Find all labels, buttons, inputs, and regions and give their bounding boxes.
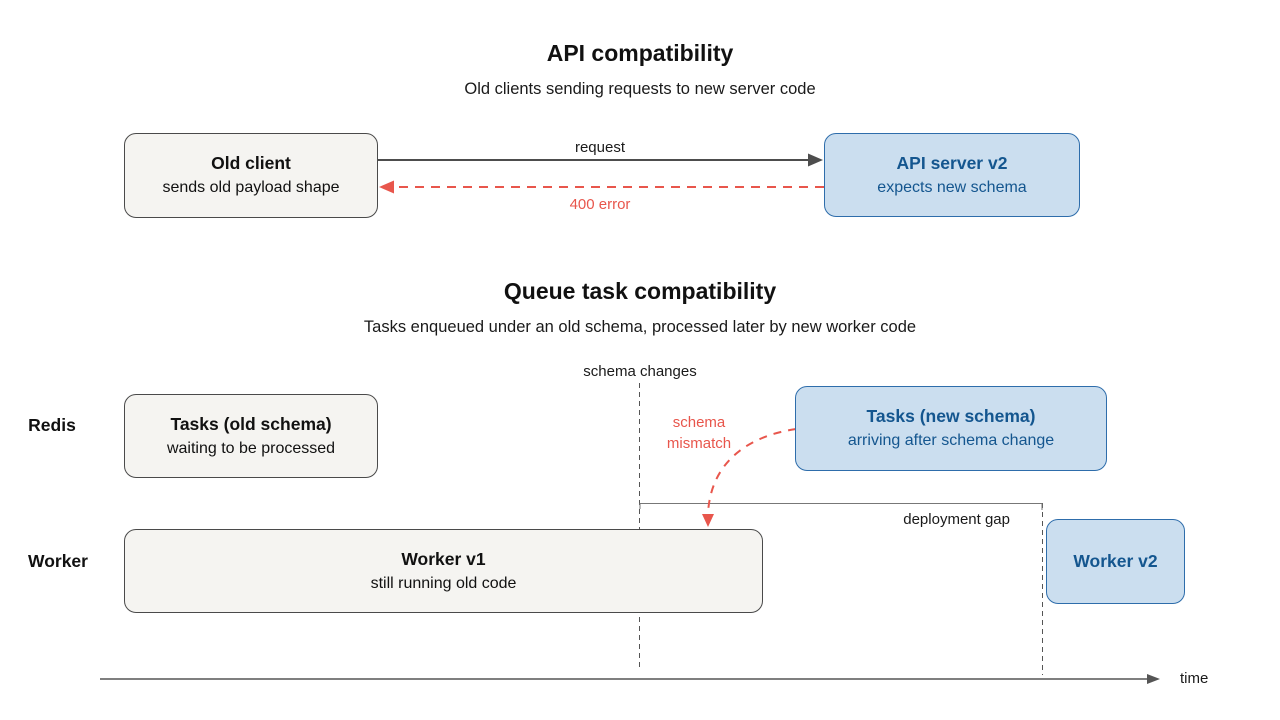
time-axis-label: time: [1180, 670, 1209, 687]
deployment-gap-bracket: [639, 503, 1043, 510]
worker-v1-box: Worker v1 still running old code: [124, 529, 763, 613]
api-server-v2-title: API server v2: [896, 152, 1008, 173]
old-tasks-subtitle: waiting to be processed: [166, 439, 336, 457]
worker-v1-title: Worker v1: [401, 548, 486, 569]
new-tasks-box: Tasks (new schema) arriving after schema…: [795, 386, 1107, 471]
queue-section-subtitle: Tasks enqueued under an old schema, proc…: [363, 318, 917, 336]
old-client-subtitle: sends old payload shape: [162, 179, 340, 196]
error-arrow: [379, 180, 824, 194]
api-section-title: API compatibility: [546, 40, 734, 66]
new-tasks-subtitle: arriving after schema change: [847, 432, 1055, 449]
worker-v1-subtitle: still running old code: [370, 574, 517, 592]
schema-changes-label: schema changes: [583, 363, 697, 380]
api-section-subtitle: Old clients sending requests to new serv…: [464, 80, 816, 98]
old-client-box: Old client sends old payload shape: [124, 133, 378, 218]
new-tasks-title: Tasks (new schema): [866, 406, 1036, 426]
api-server-v2-box: API server v2 expects new schema: [824, 133, 1080, 217]
time-axis: [100, 674, 1160, 684]
old-tasks-box: Tasks (old schema) waiting to be process…: [124, 394, 378, 478]
lane-label-worker: Worker: [28, 551, 88, 571]
lane-label-redis: Redis: [28, 415, 76, 435]
deployment-gap-label: deployment gap: [903, 511, 1010, 528]
worker-v2-title: Worker v2: [1073, 551, 1158, 571]
worker-v2-box: Worker v2: [1046, 519, 1185, 604]
old-tasks-title: Tasks (old schema): [170, 413, 332, 434]
old-client-title: Old client: [211, 153, 291, 173]
error-arrow-label: 400 error: [569, 196, 631, 213]
request-arrow-label: request: [574, 139, 626, 156]
api-server-v2-subtitle: expects new schema: [877, 178, 1027, 196]
schema-mismatch-label: schema mismatch: [666, 414, 732, 452]
queue-section-title: Queue task compatibility: [503, 278, 777, 304]
